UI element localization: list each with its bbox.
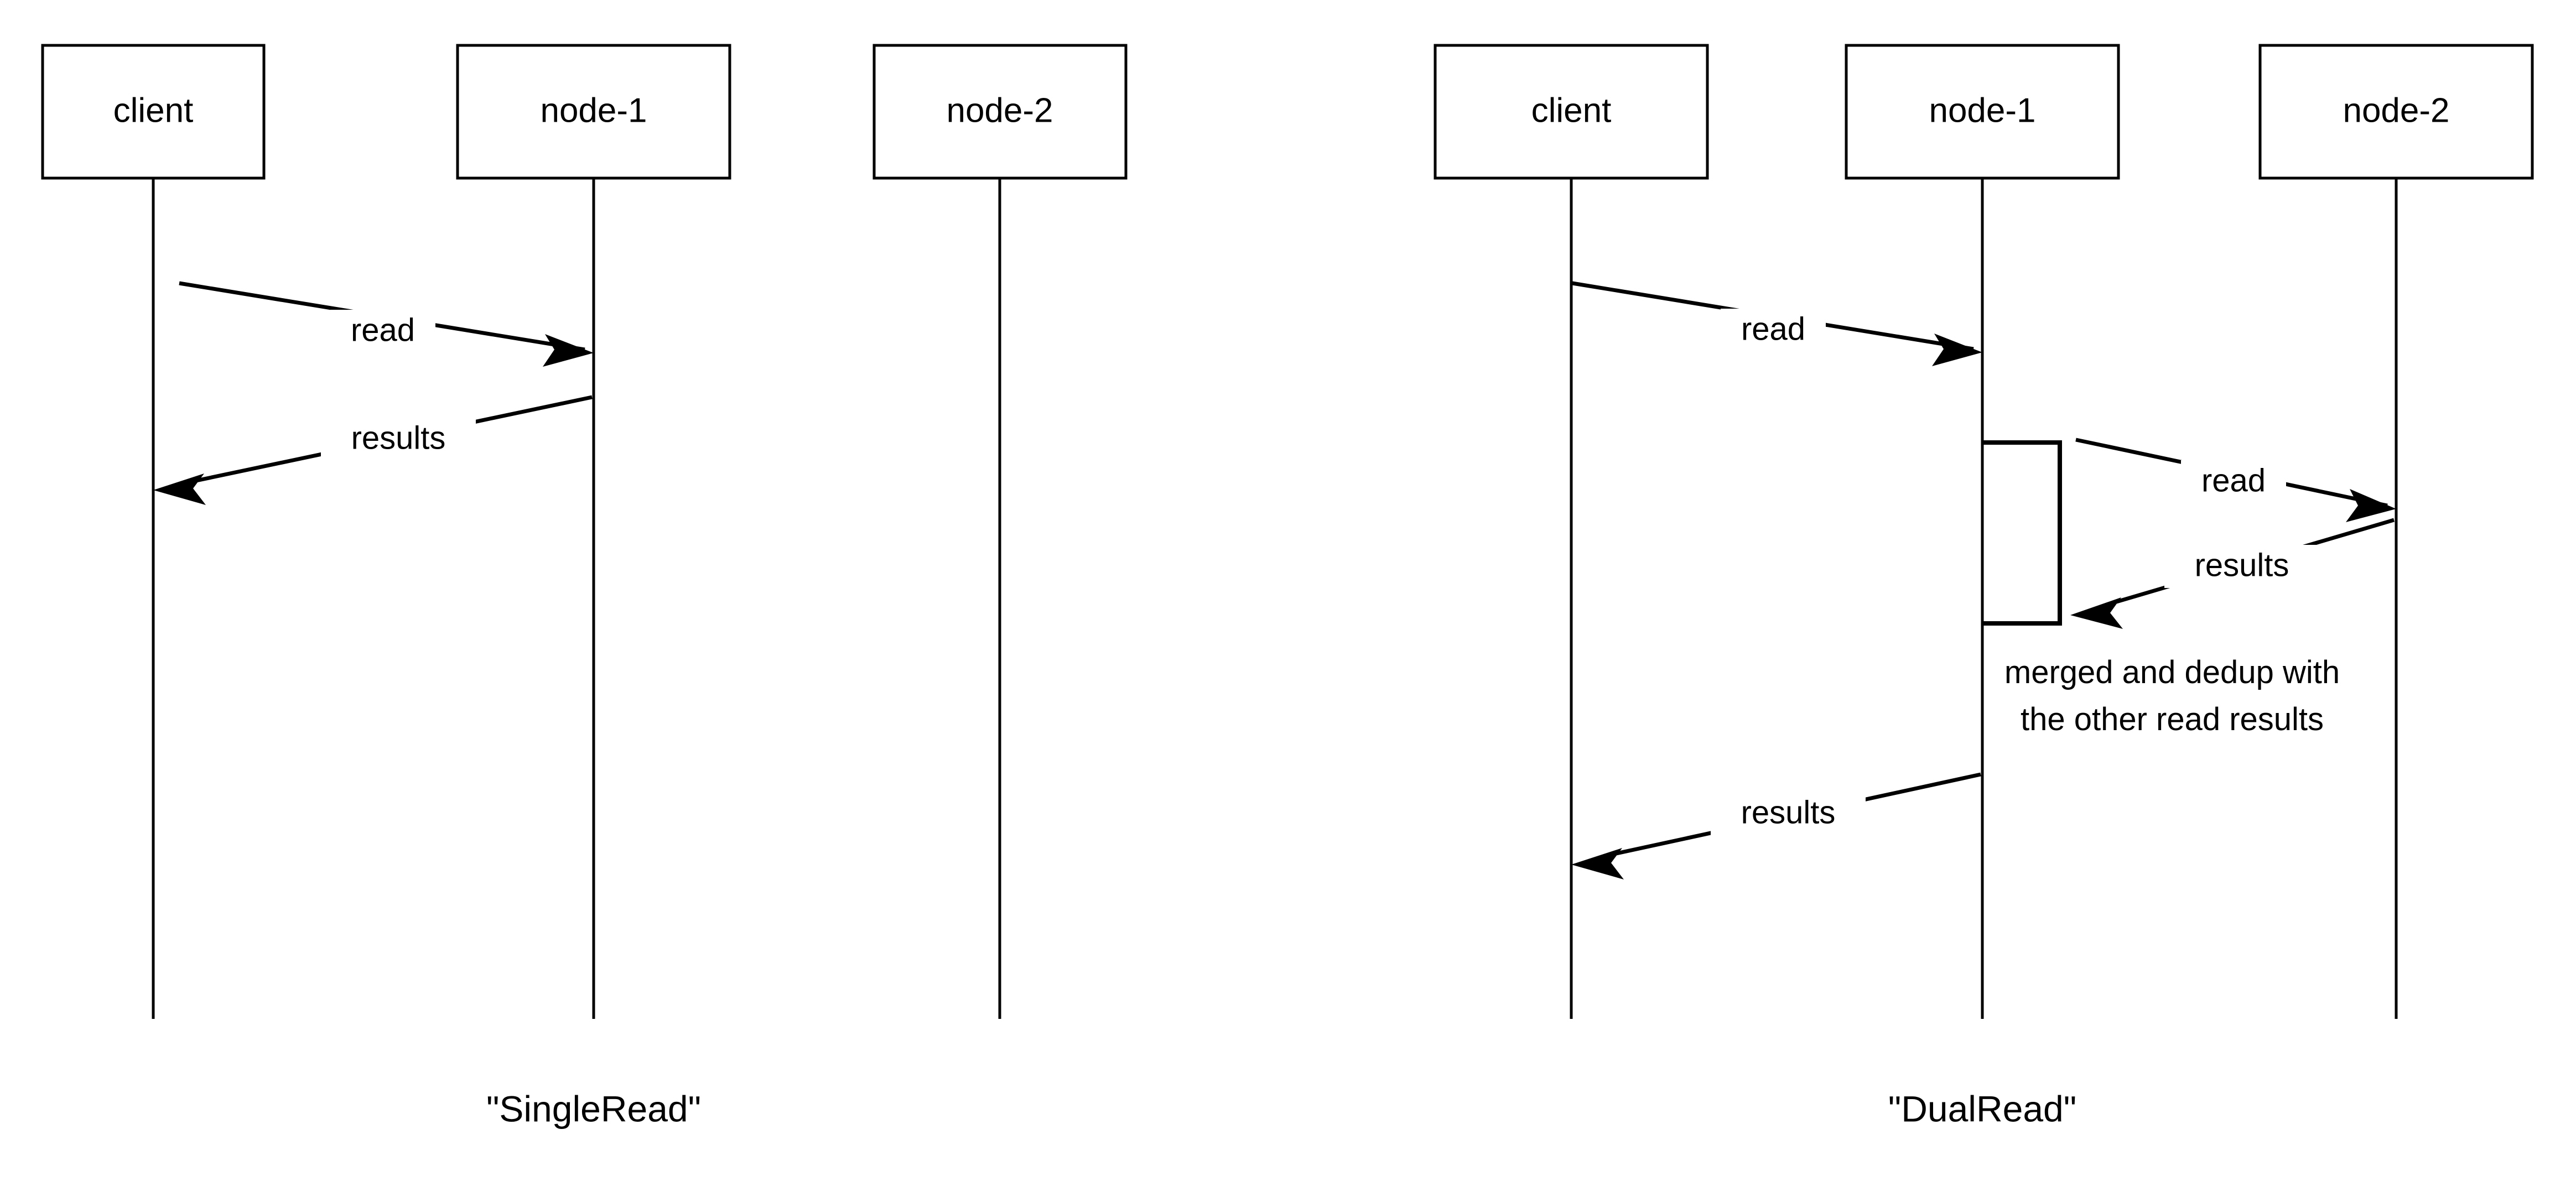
diagram-caption-single-read: "SingleRead" <box>486 1088 701 1129</box>
participant-label-client: client <box>113 91 194 129</box>
message-label-results-1: results <box>2195 547 2289 583</box>
message-label-results: results <box>351 420 446 456</box>
arrow-head-read <box>543 334 594 367</box>
participant-node-2-left[interactable]: node-2 <box>872 44 1128 180</box>
message-label-read-2: read <box>2201 462 2266 498</box>
message-results-node-1-to-client[interactable]: results <box>1571 772 1981 879</box>
message-read-node-1-to-node-2[interactable]: read <box>2075 438 2396 522</box>
participant-box-node-2[interactable] <box>872 44 1128 180</box>
arrow-head-read-1 <box>1932 334 1982 366</box>
message-label-backdrop-results-2 <box>1711 792 1866 835</box>
participant-node-1-left[interactable]: node-1 <box>456 44 731 180</box>
diagram-caption-dual-read: "DualRead" <box>1888 1088 2076 1129</box>
participant-box-client[interactable] <box>1434 44 1709 180</box>
participant-label-node-1: node-1 <box>1929 91 2035 129</box>
note-line-2: the other read results <box>2021 701 2324 737</box>
message-results-node-2-to-node-1[interactable]: results <box>2070 518 2395 629</box>
arrow-head-results-2 <box>1571 848 1624 879</box>
message-label-backdrop-results <box>321 418 476 461</box>
message-label-backdrop-results-1 <box>2164 545 2319 588</box>
participant-label-node-2: node-2 <box>946 91 1053 129</box>
message-label-results-2: results <box>1741 794 1836 830</box>
participant-label-node-1: node-1 <box>540 91 647 129</box>
message-label-backdrop-read-1 <box>1721 309 1826 352</box>
participant-node-1-right[interactable]: node-1 <box>1845 44 2120 180</box>
participant-client-right[interactable]: client <box>1434 44 1709 180</box>
arrow-head-read-2 <box>2346 489 2396 522</box>
participant-box-node-2[interactable] <box>2258 44 2534 180</box>
participant-box-node-1[interactable] <box>456 44 731 180</box>
arrow-head-results <box>153 473 206 505</box>
message-label-backdrop-read-2 <box>2181 460 2286 503</box>
message-label-read: read <box>351 312 415 348</box>
participant-label-node-2: node-2 <box>2343 91 2449 129</box>
participant-client-left[interactable]: client <box>41 44 266 180</box>
note-merged-and-dedup: merged and dedup with the other read res… <box>2004 654 2340 737</box>
participant-box-node-1[interactable] <box>1845 44 2120 180</box>
diagram-single-read: client node-1 node-2 read <box>41 44 1128 1129</box>
message-label-read-1: read <box>1741 311 1805 347</box>
message-read-client-to-node-1[interactable]: read <box>179 281 594 367</box>
message-label-backdrop-read <box>330 310 435 353</box>
message-read-client-to-node-1[interactable]: read <box>1572 281 1982 366</box>
arrow-head-results-1 <box>2070 597 2123 629</box>
activation-bracket-node-1 <box>1982 440 2062 626</box>
participant-label-client: client <box>1531 91 1612 129</box>
participant-box-client[interactable] <box>41 44 266 180</box>
diagram-dual-read: client node-1 node-2 read <box>1434 44 2534 1129</box>
message-results-node-1-to-client[interactable]: results <box>153 395 593 505</box>
note-line-1: merged and dedup with <box>2004 654 2340 690</box>
participant-node-2-right[interactable]: node-2 <box>2258 44 2534 180</box>
